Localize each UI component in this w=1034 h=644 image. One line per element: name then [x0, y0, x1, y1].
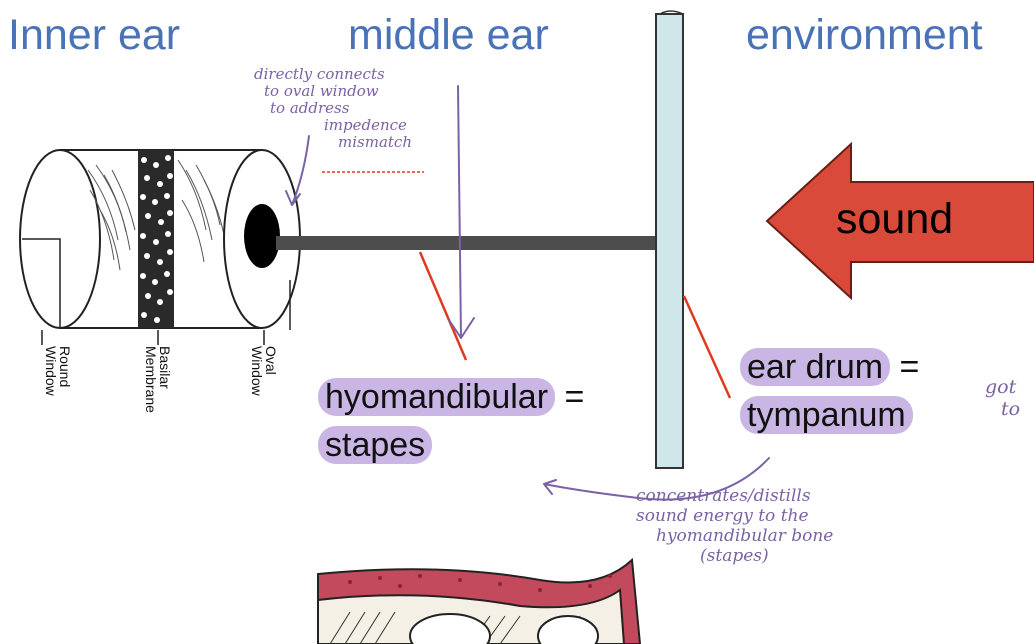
round-window-label-line2: Window — [43, 346, 59, 396]
eardrum-note-line1: concentrates/distills — [636, 486, 811, 506]
oval-window-label-line2: Window — [249, 346, 265, 396]
membrane-texture — [140, 155, 173, 323]
hyomandibular-term: hyomandibular — [318, 378, 556, 416]
sound-label: sound — [836, 195, 954, 243]
eardrum-note-arrow — [543, 457, 770, 501]
tympanum-term: tympanum — [740, 396, 913, 434]
eardrum-note-line4: (stapes) — [700, 546, 769, 566]
environment-heading: environment — [746, 11, 983, 59]
stapes-rod — [276, 236, 658, 250]
basilar-membrane-label-line1: Basilar — [157, 346, 173, 389]
basilar-membrane-label-line2: Membrane — [143, 346, 159, 413]
hyomandibular-label: hyomandibular = — [318, 378, 585, 416]
stapes-label: stapes — [318, 426, 433, 464]
anatomy-cross-section — [317, 557, 642, 644]
basilar-membrane-label: Basilar Membrane — [143, 346, 173, 413]
round-window-label-line1: Round — [57, 346, 73, 388]
ear-drum-term: ear drum — [740, 348, 891, 386]
oval-window-note-line2: to oval window — [264, 82, 379, 100]
round-window-label: Round Window — [43, 346, 73, 396]
middle-ear-note-arrow — [448, 85, 475, 339]
oval-window-note-line1: directly connects — [254, 65, 385, 83]
inner-ear-heading: Inner ear — [8, 11, 181, 59]
sound-arrow — [765, 141, 1034, 301]
cutoff-note: got to — [985, 376, 1020, 420]
stapes-term: stapes — [318, 426, 433, 464]
oval-window-note-line3: to address — [270, 99, 350, 117]
ear-drum-equals: = — [899, 348, 920, 386]
oval-window-note: directly connects to oval window to addr… — [254, 66, 412, 151]
oval-window-note-line4: impedence — [324, 116, 407, 134]
oval-window-label-line1: Oval — [263, 346, 279, 375]
eardrum-note-line3: hyomandibular bone — [656, 526, 834, 546]
middle-ear-heading: middle ear — [348, 11, 549, 59]
stapes-pointer — [418, 251, 468, 361]
ear-drum-label: ear drum = — [740, 348, 920, 386]
eardrum-note: concentrates/distills sound energy to th… — [636, 486, 833, 566]
oval-window-note-arrow — [285, 135, 310, 206]
hyomandibular-equals: = — [564, 378, 585, 416]
eardrum-pointer — [682, 295, 732, 399]
eardrum-note-line2: sound energy to the — [636, 506, 809, 526]
tympanum-label: tympanum — [740, 396, 913, 434]
cutoff-note-line2: to — [1001, 398, 1021, 420]
inner-ear-cylinder — [19, 149, 301, 345]
oval-window-note-line5: mismatch — [338, 133, 412, 151]
eardrum-plate — [655, 10, 684, 469]
oval-window-label: Oval Window — [249, 346, 279, 396]
cutoff-note-line1: got — [985, 376, 1017, 398]
